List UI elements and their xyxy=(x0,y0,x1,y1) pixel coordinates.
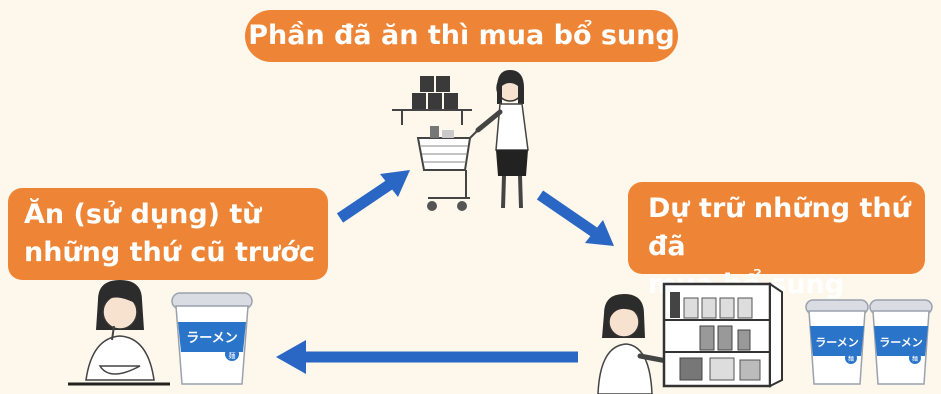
ramen-cup-right-1-small-text: 麺 xyxy=(848,355,854,363)
ramen-cup-left-small-text: 麺 xyxy=(229,351,236,360)
label-buy-replenish: Phần đã ăn thì mua bổ sung xyxy=(245,10,678,62)
eating-woman-icon xyxy=(68,280,170,386)
ramen-cup-right-1-text: ラーメン xyxy=(815,336,859,349)
ramen-cup-left-text: ラーメン xyxy=(186,331,237,346)
label-eat-old-first-line1: Ăn (sử dụng) từ xyxy=(24,199,262,230)
label-eat-old-first: Ăn (sử dụng) từ những thứ cũ trước xyxy=(8,188,328,280)
ramen-cup-left-icon: ラーメン 麺 xyxy=(171,292,253,385)
stocking-woman-icon xyxy=(597,294,675,394)
ramen-cup-right-2-icon: ラーメン 麺 xyxy=(869,299,933,385)
ramen-cup-right-2-small-text: 麺 xyxy=(912,355,918,363)
storage-cabinet-icon xyxy=(662,282,783,388)
ramen-cup-right-1-icon: ラーメン 麺 xyxy=(805,299,869,385)
label-eat-old-first-line2: những thứ cũ trước xyxy=(24,237,315,268)
ramen-cup-right-2-text: ラーメン xyxy=(879,336,923,349)
label-buy-replenish-text: Phần đã ăn thì mua bổ sung xyxy=(248,20,675,51)
shopping-woman-icon xyxy=(392,70,529,211)
label-store-supplies-line1: Dự trữ những thứ đã xyxy=(648,193,911,262)
arrow-down-right xyxy=(536,190,614,246)
arrow-left xyxy=(276,340,578,374)
arrow-up-right xyxy=(336,170,410,223)
